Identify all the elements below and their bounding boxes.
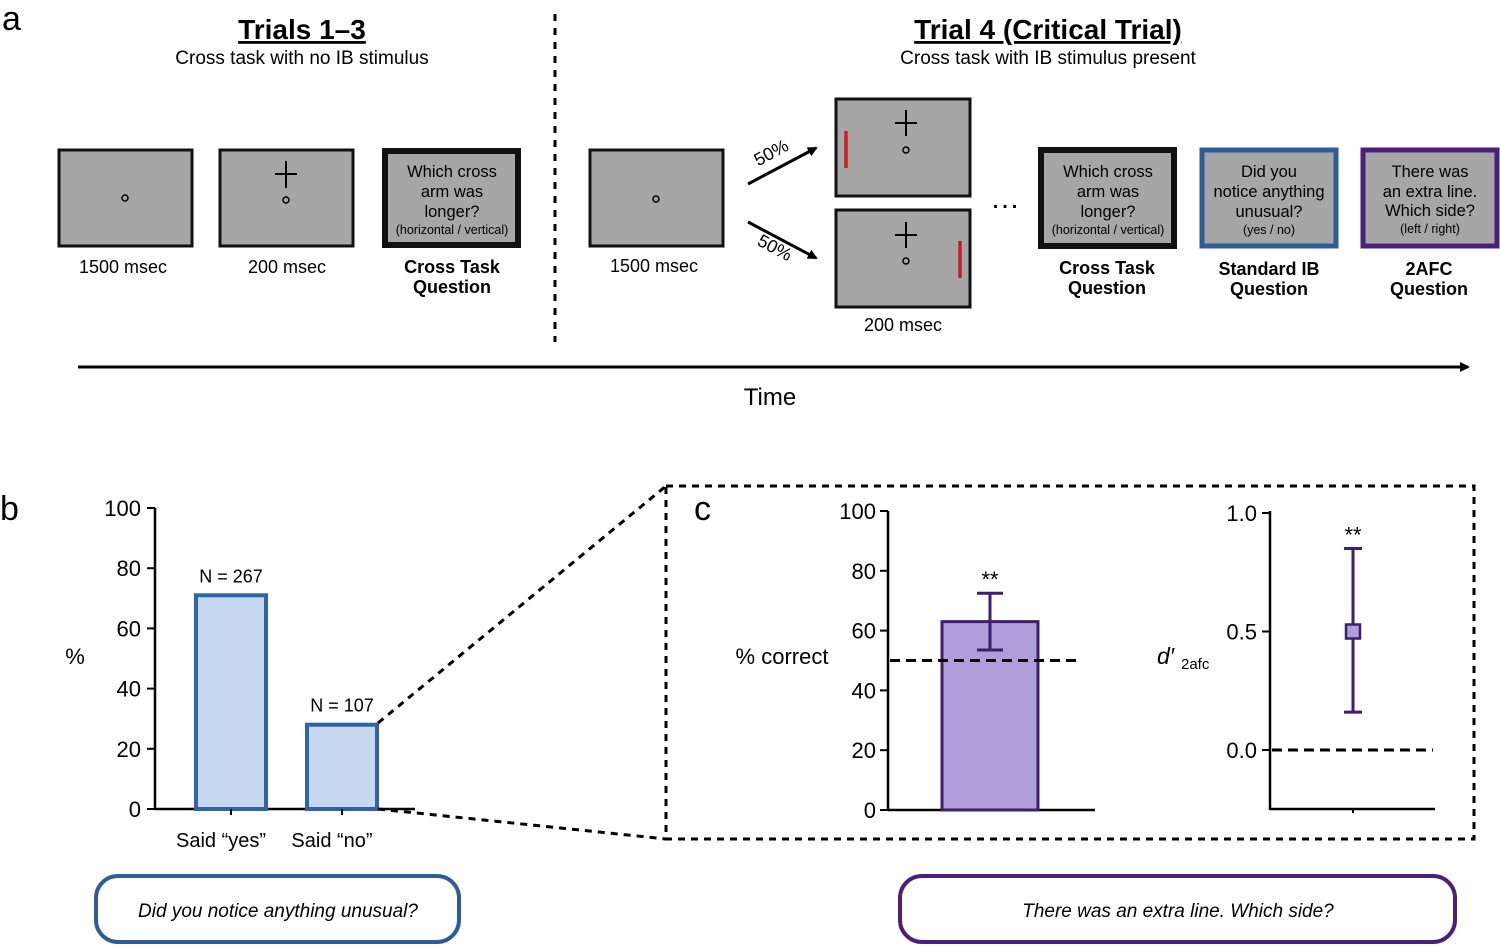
cross-icon bbox=[895, 110, 917, 136]
ib-question-text: Did you notice anything unusual? bbox=[138, 901, 418, 922]
ellipsis: … bbox=[990, 182, 1020, 215]
y-tick-label: 0.5 bbox=[1226, 620, 1257, 645]
cross-task-question-box: Which cross arm was longer? (horizontal … bbox=[382, 148, 521, 248]
zoom-connector-bottom bbox=[377, 807, 667, 841]
question-line: longer? bbox=[1080, 203, 1135, 221]
question-line: Which cross bbox=[1063, 163, 1153, 181]
y-tick-label: 0 bbox=[129, 797, 141, 822]
question-caption: Question bbox=[1068, 278, 1146, 298]
afc-question-text: There was an extra line. Which side? bbox=[1022, 901, 1334, 922]
fixation-dot-icon bbox=[902, 146, 910, 154]
afc-question-box: There was an extra line. Which side? (le… bbox=[1360, 147, 1500, 249]
critical-cross-task-question-box: Which cross arm was longer? (horizontal … bbox=[1038, 147, 1177, 249]
cross-icon bbox=[895, 222, 917, 248]
fixation-screen bbox=[57, 148, 194, 248]
question-line: Which cross bbox=[407, 163, 497, 181]
stimulus-screen-left bbox=[834, 97, 972, 198]
question-line: Did you bbox=[1241, 163, 1297, 181]
category-label: Said “no” bbox=[291, 830, 372, 852]
y-axis-label: d′ bbox=[1157, 643, 1175, 669]
question-line: an extra line. bbox=[1383, 183, 1477, 201]
y-axis-label-subscript: 2afc bbox=[1181, 656, 1210, 673]
significance-stars: ** bbox=[1344, 523, 1362, 548]
bar-count-label: N = 267 bbox=[199, 566, 263, 586]
chart-dprime: d′ 2afc 0.0 0.5 1.0 ** bbox=[1157, 501, 1435, 813]
question-line: arm was bbox=[1077, 183, 1139, 201]
bar bbox=[305, 722, 379, 811]
bar bbox=[940, 620, 1040, 812]
y-axis-label: % bbox=[65, 644, 85, 669]
y-axis-label: % correct bbox=[736, 644, 829, 669]
ib-question-bubble: Did you notice anything unusual? bbox=[94, 874, 461, 944]
question-caption: Cross Task bbox=[404, 257, 501, 277]
standard-ib-question-box: Did you notice anything unusual? (yes / … bbox=[1199, 147, 1339, 249]
y-tick-label: 20 bbox=[117, 737, 141, 762]
y-tick-label: 80 bbox=[852, 559, 876, 584]
question-line: unusual? bbox=[1236, 203, 1303, 221]
bar bbox=[194, 593, 268, 811]
y-tick-label: 100 bbox=[104, 496, 141, 521]
fixation-dot-icon bbox=[282, 196, 290, 204]
y-tick-label: 1.0 bbox=[1226, 501, 1257, 526]
afc-question-bubble: There was an extra line. Which side? bbox=[898, 874, 1457, 944]
bar-count-label: N = 107 bbox=[310, 696, 374, 716]
question-line: Which side? bbox=[1385, 202, 1475, 220]
fixation-dot-icon bbox=[121, 194, 129, 202]
y-tick-label: 100 bbox=[839, 499, 876, 524]
branch-probability-bottom: 50% bbox=[754, 230, 795, 265]
question-caption: Question bbox=[1230, 279, 1308, 299]
question-options: (horizontal / vertical) bbox=[1052, 223, 1165, 237]
zoom-connector-top bbox=[377, 484, 667, 725]
question-line: arm was bbox=[421, 183, 483, 201]
cross-duration: 200 msec bbox=[248, 257, 326, 277]
critical-fixation-duration: 1500 msec bbox=[610, 256, 698, 276]
question-caption: Cross Task bbox=[1059, 258, 1156, 278]
left-section-title: Trials 1–3 bbox=[238, 14, 366, 45]
fixation-dot-icon bbox=[902, 257, 910, 265]
significance-stars: ** bbox=[981, 567, 999, 592]
question-options: (horizontal / vertical) bbox=[396, 223, 509, 237]
panel-label-b: b bbox=[0, 490, 19, 528]
question-caption: Standard IB bbox=[1218, 259, 1319, 279]
question-caption: Question bbox=[413, 277, 491, 297]
y-tick-label: 0 bbox=[864, 798, 876, 823]
panel-label-a: a bbox=[2, 0, 21, 38]
chart-percent-correct: % correct 0 20 40 60 80 100 ** bbox=[736, 499, 1095, 823]
data-point bbox=[1344, 623, 1362, 640]
branch-arrow-down bbox=[747, 220, 818, 260]
y-tick-label: 40 bbox=[852, 678, 876, 703]
question-line: There was bbox=[1391, 163, 1468, 181]
stimulus-duration: 200 msec bbox=[864, 315, 942, 335]
question-caption: 2AFC bbox=[1405, 259, 1452, 279]
time-label: Time bbox=[744, 384, 796, 411]
question-options: (left / right) bbox=[1400, 222, 1460, 236]
cross-screen bbox=[218, 148, 355, 248]
right-section-subtitle: Cross task with IB stimulus present bbox=[900, 48, 1196, 69]
y-tick-label: 60 bbox=[852, 619, 876, 644]
critical-fixation-screen bbox=[588, 148, 725, 248]
y-tick-label: 0.0 bbox=[1226, 738, 1257, 763]
y-tick-label: 40 bbox=[117, 677, 141, 702]
fixation-dot-icon bbox=[652, 195, 660, 203]
panel-label-c: c bbox=[694, 490, 711, 528]
stimulus-screen-right bbox=[834, 208, 972, 309]
y-tick-label: 80 bbox=[117, 556, 141, 581]
right-section-title: Trial 4 (Critical Trial) bbox=[914, 14, 1182, 45]
branch-arrow-up bbox=[747, 146, 818, 186]
y-tick-label: 60 bbox=[117, 616, 141, 641]
question-line: notice anything bbox=[1214, 183, 1325, 201]
cross-icon bbox=[275, 161, 297, 188]
fixation-duration: 1500 msec bbox=[79, 257, 167, 277]
left-section-subtitle: Cross task with no IB stimulus bbox=[175, 48, 428, 69]
question-options: (yes / no) bbox=[1243, 223, 1295, 237]
zoom-frame bbox=[664, 484, 1476, 841]
category-label: Said “yes” bbox=[176, 830, 266, 852]
question-line: longer? bbox=[424, 203, 479, 221]
y-tick-label: 20 bbox=[852, 738, 876, 763]
question-caption: Question bbox=[1390, 279, 1468, 299]
